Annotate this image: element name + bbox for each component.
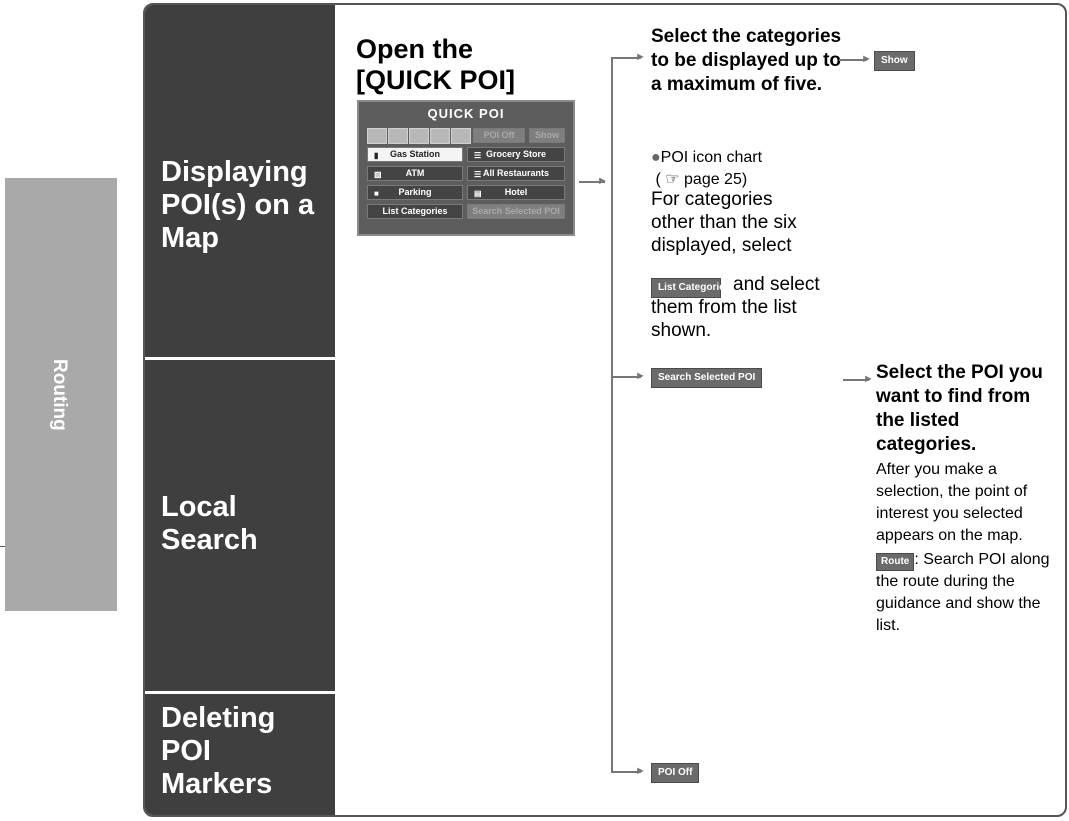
branch-line [611, 57, 613, 773]
local-search-body: After you make a selection, the point of… [876, 461, 1028, 544]
edge-line [0, 546, 5, 547]
search-selected-poi-chip: Search Selected POI [651, 368, 763, 388]
show-chip: Show [874, 51, 915, 71]
grocery-cart-icon: ☰ [474, 151, 482, 160]
hotel-icon: ▤ [474, 189, 482, 198]
gas-station-button[interactable]: ▮ Gas Station [367, 147, 463, 162]
atm-label: ATM [405, 168, 425, 178]
route-description: Route: Search POI along the route during… [876, 549, 1065, 637]
branch-arrow [611, 771, 641, 773]
parking-icon: ■ [374, 189, 379, 198]
category-slot[interactable] [409, 128, 429, 144]
category-slot[interactable] [388, 128, 408, 144]
page-ref-label: page 25 [684, 171, 742, 188]
route-description-text: : Search POI along the route during the … [876, 551, 1050, 634]
arrow-head-icon: ► [861, 53, 872, 65]
show-chip-wrap: Show [874, 50, 915, 71]
parking-button[interactable]: ■ Parking [367, 185, 463, 200]
quick-poi-title: QUICK POI [427, 106, 505, 121]
route-chip: Route [876, 553, 915, 571]
restaurant-icon: ☰ [474, 170, 482, 179]
hotel-button[interactable]: ▤ Hotel [467, 185, 565, 200]
branch-arrow [611, 57, 641, 59]
poi-icon-chart-label: POI icon chart [660, 149, 763, 166]
arrow-head-icon: ► [597, 175, 608, 187]
list-categories-inline-button: List Categories [651, 277, 730, 298]
gas-station-icon: ▮ [374, 151, 379, 160]
poi-off-button[interactable]: POI Off [473, 128, 525, 143]
category-slot[interactable] [451, 128, 471, 144]
hotel-label: Hotel [504, 187, 528, 197]
section-column [145, 5, 335, 815]
arrow-head-icon: ► [635, 765, 646, 777]
branch-arrow [611, 376, 641, 378]
section-displaying-poi: Displaying POI(s) on a Map [161, 156, 315, 254]
section-local-search: Local Search [161, 491, 258, 556]
grocery-store-button[interactable]: ☰ Grocery Store [467, 147, 565, 162]
section-deleting-poi-markers: Deleting POI Markers [161, 702, 276, 800]
bullet-icon: ● [651, 149, 661, 166]
category-slot[interactable] [367, 128, 387, 144]
step-note-2: and select them from the list shown. [651, 274, 820, 341]
flow-arrow [579, 181, 605, 183]
local-search-arrow [843, 379, 869, 381]
list-categories-button[interactable]: List Categories [367, 204, 463, 219]
row-divider [145, 691, 335, 694]
atm-button[interactable]: ▧ ATM [367, 166, 463, 181]
all-restaurants-label: All Restaurants [482, 168, 550, 178]
gas-station-label: Gas Station [389, 149, 440, 159]
grocery-store-label: Grocery Store [485, 149, 547, 159]
poi-icon-chart-ref: ●POI icon chart ( ☞ page 25) [651, 149, 763, 188]
category-slot[interactable] [430, 128, 450, 144]
arrow-head-icon: ► [635, 370, 646, 382]
search-selected-poi-chip-wrap: Search Selected POI [651, 367, 763, 388]
list-categories-chip: List Categories [651, 278, 730, 298]
side-tab [5, 178, 117, 611]
search-selected-poi-button[interactable]: Search Selected POI [467, 204, 565, 219]
arrow-head-icon: ► [635, 51, 646, 63]
step-select-categories: Select the categories to be displayed up… [651, 26, 842, 95]
page-ref-icon: ☞ [660, 171, 685, 188]
row-divider [145, 357, 335, 360]
arrow-head-icon: ► [863, 373, 874, 385]
poi-off-chip-wrap: POI Off [651, 762, 700, 783]
all-restaurants-button[interactable]: ☰ All Restaurants [467, 166, 565, 181]
poi-off-chip: POI Off [651, 763, 700, 783]
content-frame: Displaying POI(s) on a Map Local Search … [143, 3, 1067, 817]
show-arrow [839, 59, 867, 61]
step-open-quick-poi: Open the [QUICK POI] [356, 34, 515, 95]
parking-label: Parking [398, 187, 432, 197]
quick-poi-panel: QUICK POI POI Off Show ▮ Gas Station ☰ G… [357, 100, 575, 236]
show-button[interactable]: Show [529, 128, 565, 143]
local-search-title: Select the POI you want to find from the… [876, 362, 1043, 455]
side-tab-label: Routing [49, 359, 70, 431]
step-note-1: For categories other than the six displa… [651, 189, 797, 256]
atm-icon: ▧ [374, 170, 382, 179]
